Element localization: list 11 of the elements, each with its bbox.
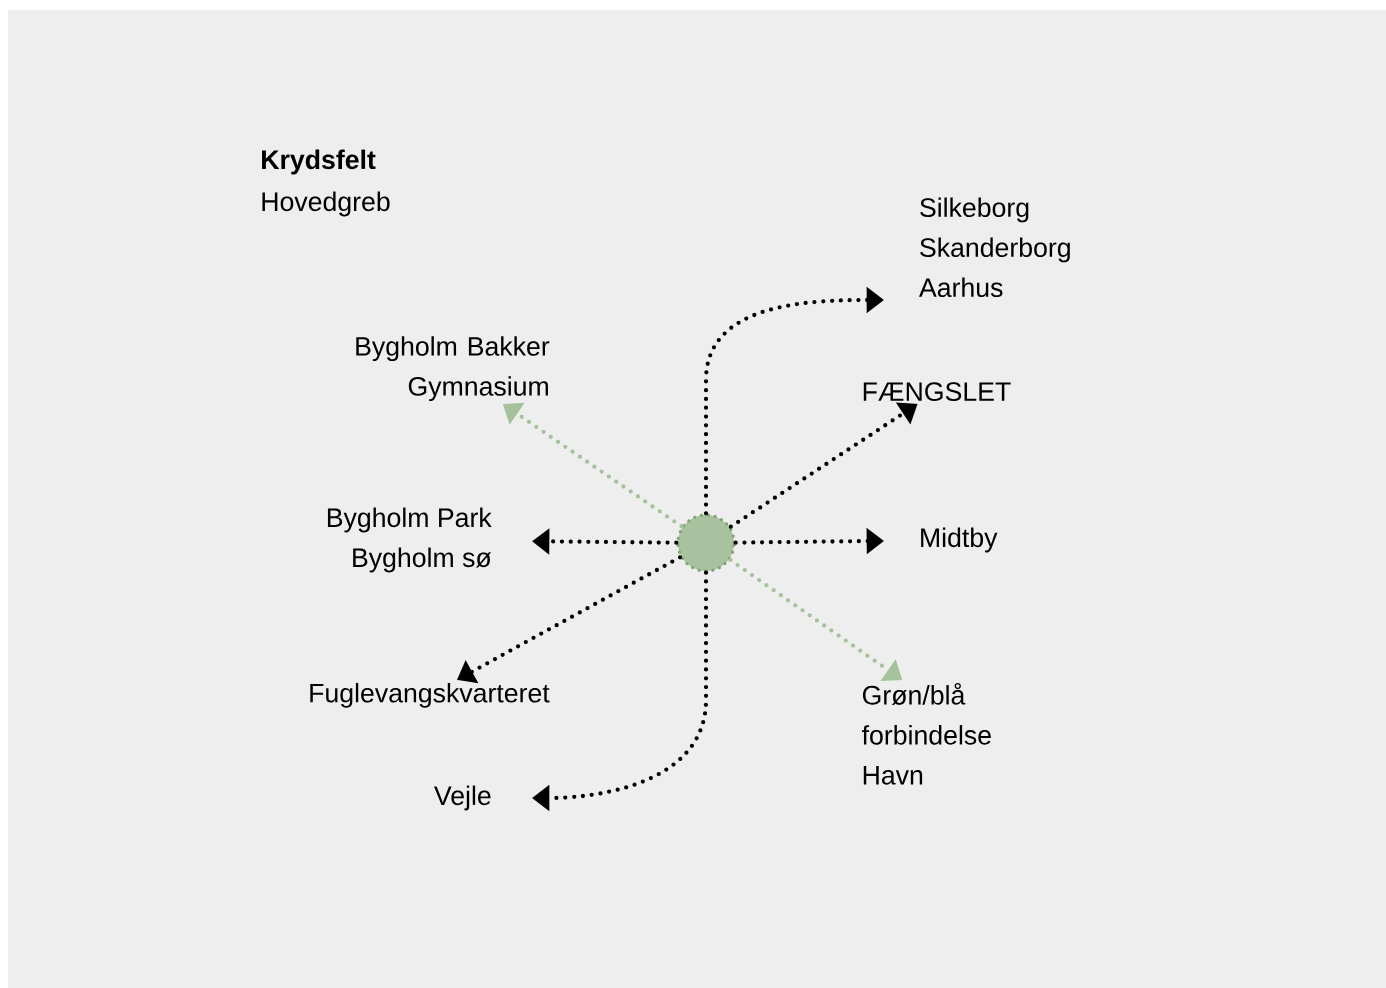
- place-label: FÆNGSLET: [863, 382, 1011, 402]
- hub-circle: [676, 513, 736, 573]
- place-label: Fuglevangskvarteret: [310, 682, 550, 708]
- place-label: Midtby: [921, 527, 998, 553]
- place-label: Silkeborg Skanderborg Aarhus: [919, 197, 1070, 298]
- place-label: Grøn/blå forbindelse Havn: [862, 682, 991, 785]
- place-label: Bygholm Park Bygholm sø: [327, 507, 492, 573]
- place-label: Vejle: [434, 785, 491, 811]
- place-label: Bygholm Bakker Gymnasium: [356, 336, 550, 402]
- title: Krydsfelt: [262, 149, 376, 175]
- subtitle: Hovedgreb: [262, 191, 390, 217]
